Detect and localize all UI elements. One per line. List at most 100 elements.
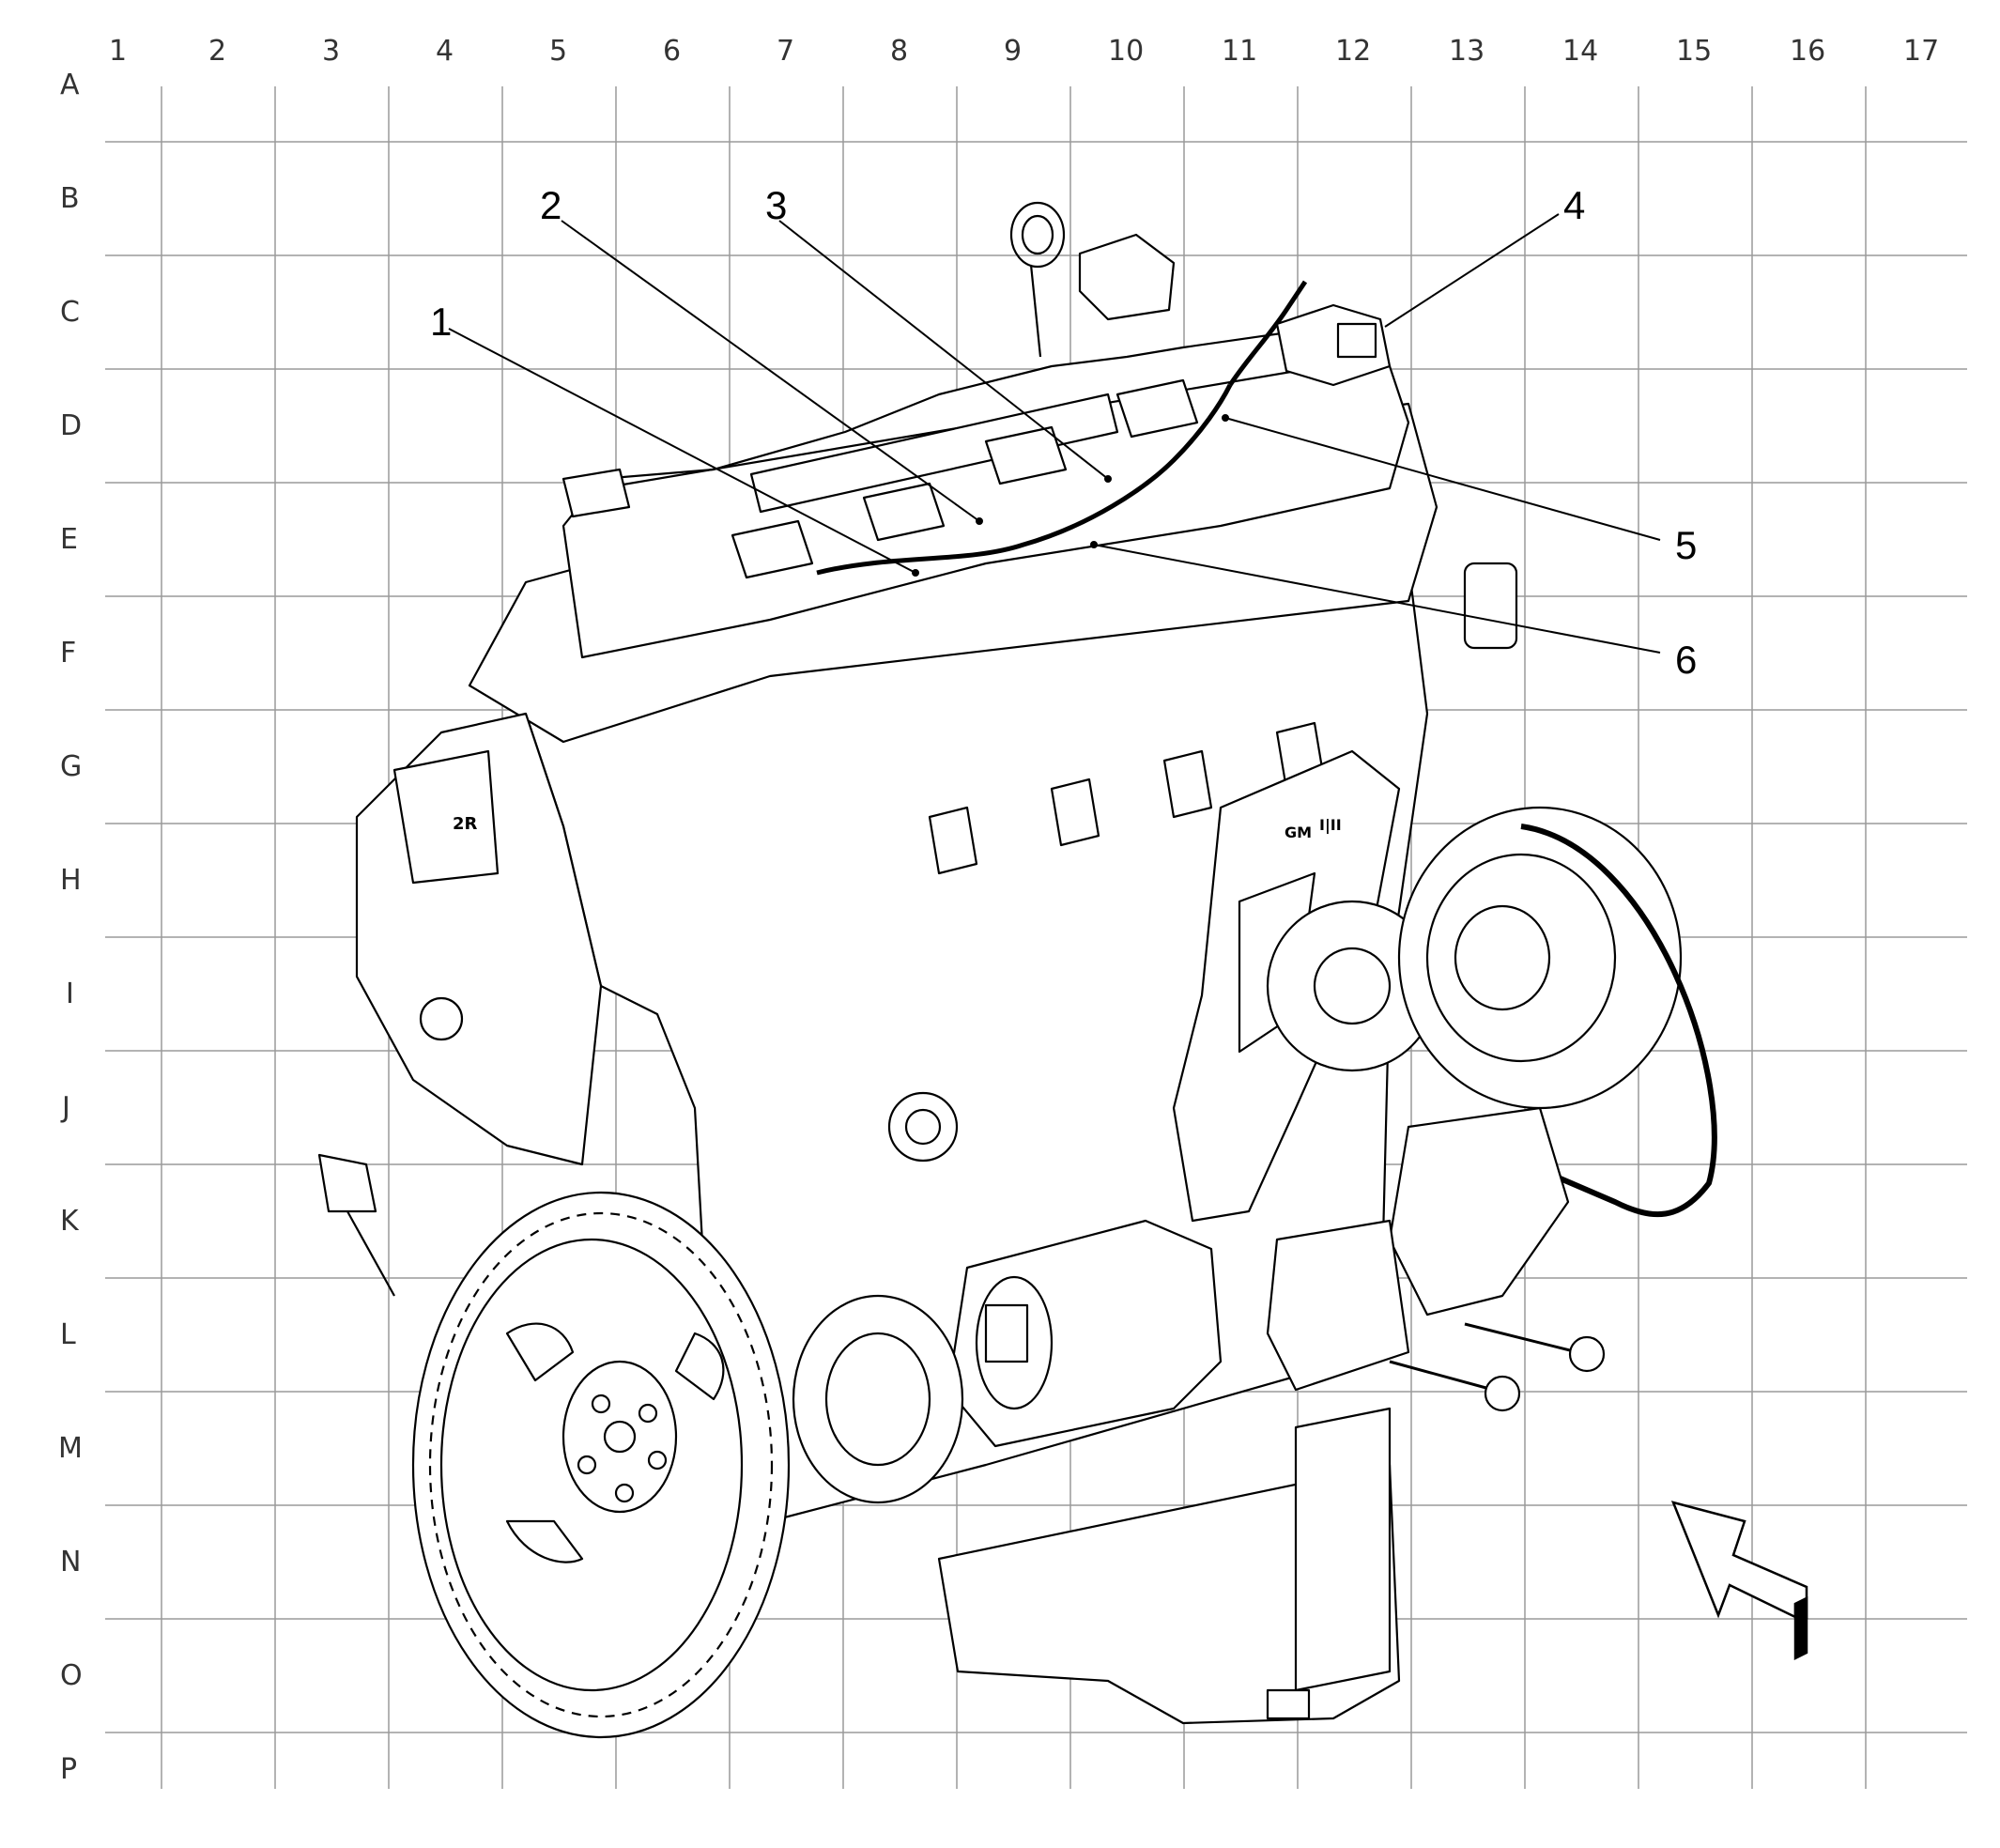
row-label: F [60, 637, 77, 670]
flywheel-hub [562, 1360, 678, 1514]
crankshaft-position-sensor [317, 1153, 377, 1213]
row-label: L [60, 1318, 76, 1351]
flywheel-window [505, 1322, 575, 1382]
row-label: N [60, 1546, 82, 1578]
exhaust-port-2 [1050, 778, 1100, 847]
dipstick-tube [1029, 264, 1042, 358]
row-label: C [60, 296, 80, 329]
flywheel-bolt [638, 1403, 658, 1424]
row-label: E [60, 523, 78, 556]
column-label: 6 [663, 35, 682, 68]
leader-line-4 [1384, 213, 1560, 328]
engine-illustration [317, 201, 1717, 1739]
flywheel-center-bolt [603, 1420, 637, 1454]
column-label: 8 [890, 35, 909, 68]
row-label: M [58, 1432, 83, 1465]
row-label: D [60, 409, 83, 442]
oil-pan [937, 1463, 1401, 1725]
arrow-shape [1670, 1501, 1808, 1619]
starter-connector [984, 1303, 1029, 1363]
leader-line-1 [448, 328, 916, 574]
dipstick-handle [1009, 201, 1066, 269]
column-label: 14 [1562, 35, 1599, 68]
lift-bracket [1463, 562, 1518, 650]
column-label: 12 [1335, 35, 1372, 68]
ignition-coil-1 [731, 519, 814, 579]
rear-seal-housing [792, 1294, 964, 1504]
coolant-sensor [419, 996, 464, 1041]
column-label: 7 [777, 35, 795, 68]
wiring-harness-branch [1227, 280, 1308, 387]
bolt-shaft-2 [1389, 1360, 1494, 1392]
block-boss-inner [904, 1108, 942, 1146]
dipstick-handle-inner [1021, 214, 1054, 255]
arrow-thickness [1793, 1595, 1808, 1661]
bolt-shaft-1 [1464, 1322, 1578, 1354]
flywheel-bolt [577, 1455, 597, 1475]
flywheel-ring-gear [411, 1191, 791, 1739]
bolt-head-1 [1568, 1335, 1606, 1373]
flywheel-bolt [591, 1394, 611, 1414]
leader-dot-3 [1104, 475, 1112, 483]
flywheel-bolt [647, 1450, 668, 1471]
leader-line-3 [778, 220, 1109, 480]
ignition-coil-2 [862, 482, 946, 542]
bracket-mark-text: I|II [1319, 816, 1342, 835]
row-label: I [66, 978, 74, 1010]
rear-seal-inner [824, 1332, 931, 1467]
flywheel-face [439, 1238, 744, 1692]
exhaust-port-1 [928, 806, 978, 875]
leader-line-6 [1093, 544, 1661, 654]
column-label: 15 [1676, 35, 1713, 68]
column-label: 4 [436, 35, 454, 68]
drain-plug [1266, 1688, 1311, 1720]
row-label: J [62, 1091, 70, 1124]
connector-lock [1336, 322, 1377, 359]
leader-line-2 [561, 220, 980, 522]
callout-3: 3 [765, 183, 788, 227]
wiring-harness [816, 383, 1233, 576]
flywheel-window [674, 1332, 725, 1401]
callout-2: 2 [540, 183, 562, 227]
flywheel-bolt [614, 1483, 635, 1503]
column-label: 13 [1449, 35, 1485, 68]
oil-pan-side [1294, 1407, 1392, 1692]
block-boss [887, 1091, 959, 1163]
column-label: 1 [109, 35, 128, 68]
sensor-lead [346, 1210, 395, 1297]
oil-filler-cap [1078, 233, 1176, 321]
accessory-pulley-hub [1454, 904, 1551, 1011]
row-label: P [60, 1753, 78, 1786]
column-label: 9 [1004, 35, 1023, 68]
column-label: 3 [322, 35, 341, 68]
callout-5: 5 [1675, 523, 1698, 567]
leader-dot-2 [976, 517, 983, 525]
row-label: G [60, 750, 83, 783]
callout-4: 4 [1563, 183, 1586, 227]
view-direction-arrow-icon [1670, 1501, 1808, 1661]
leader-dot-5 [1222, 414, 1229, 422]
row-label: O [60, 1659, 83, 1692]
row-label: K [60, 1205, 79, 1238]
bracket-mark-text: GM [1285, 824, 1312, 841]
column-label: 16 [1790, 35, 1826, 68]
row-label: A [60, 69, 80, 101]
drive-belt [1482, 824, 1717, 1218]
column-label: 2 [208, 35, 227, 68]
callout-1: 1 [430, 300, 453, 344]
ignition-coil-4 [1115, 378, 1199, 439]
mounting-bracket-lower [1266, 1219, 1410, 1392]
gear-mark-text: 2R [453, 814, 478, 834]
bolt-head-2 [1484, 1375, 1521, 1412]
callout-6: 6 [1675, 638, 1698, 682]
exhaust-port-3 [1162, 749, 1213, 819]
callout-leaders [448, 213, 1661, 654]
water-pump-hub [1313, 947, 1392, 1025]
leader-dot-6 [1090, 541, 1098, 548]
water-outlet [562, 468, 631, 518]
alternator [1388, 1106, 1570, 1317]
valve-cover-lettering-panel [749, 393, 1119, 514]
starter-solenoid [975, 1275, 1054, 1410]
